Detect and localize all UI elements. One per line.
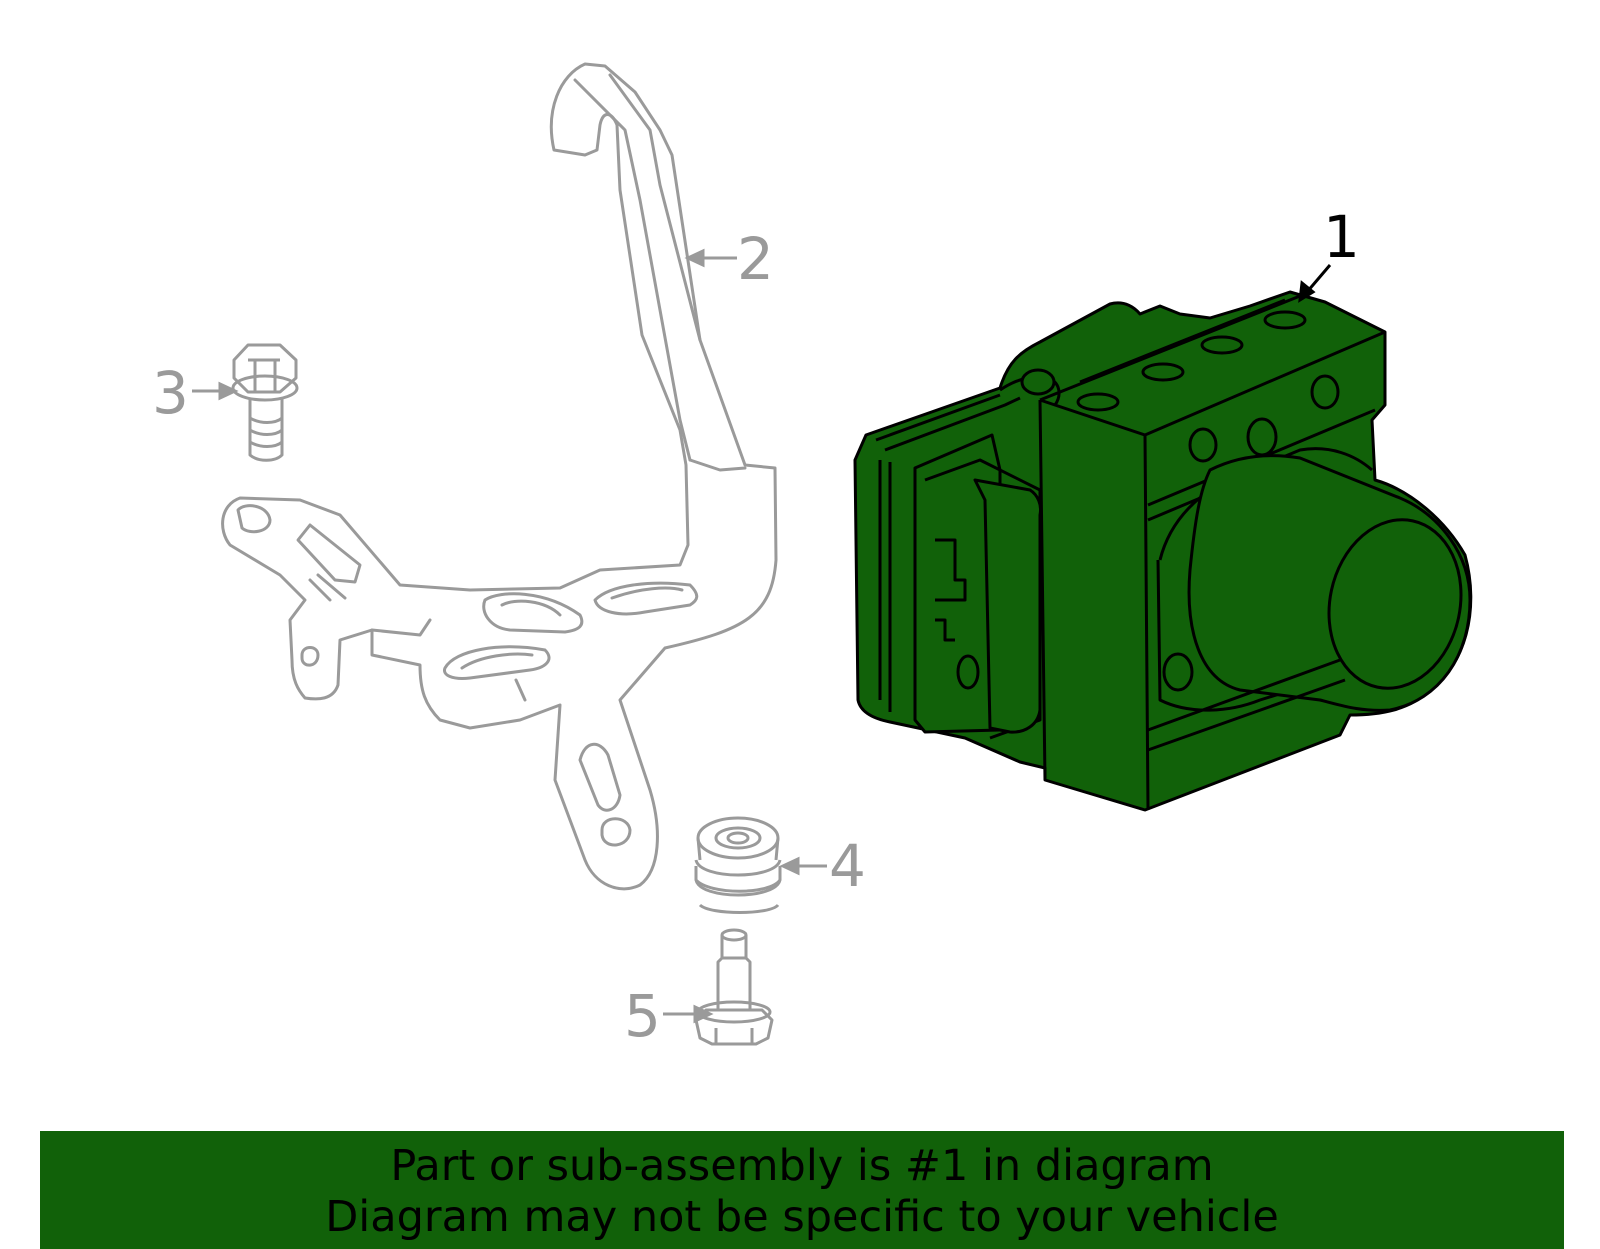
- info-banner: Part or sub-assembly is #1 in diagram Di…: [40, 1131, 1564, 1249]
- arrowhead-part-3: [218, 381, 239, 401]
- callout-5: 5: [624, 982, 661, 1050]
- arrowhead-part-4: [779, 856, 800, 876]
- grommet-part-4[interactable]: [694, 816, 782, 914]
- arrowhead-part-5: [693, 1004, 714, 1024]
- callout-1: 1: [1323, 203, 1360, 271]
- leader-lines: [192, 248, 1332, 1024]
- callout-3: 3: [152, 359, 189, 427]
- callout-2: 2: [737, 225, 774, 293]
- banner-line-1: Part or sub-assembly is #1 in diagram: [390, 1141, 1214, 1191]
- banner-line-2: Diagram may not be specific to your vehi…: [325, 1192, 1279, 1242]
- arrowhead-part-1: [1298, 280, 1316, 303]
- bracket-part-2[interactable]: [221, 62, 778, 891]
- bolt-part-3[interactable]: [231, 343, 299, 462]
- callout-4: 4: [829, 832, 866, 900]
- abs-modulator-part-1[interactable]: [853, 290, 1476, 812]
- arrow-part-1: [1305, 264, 1332, 293]
- arrowhead-part-2: [684, 248, 705, 268]
- stud-part-5[interactable]: [694, 928, 774, 1046]
